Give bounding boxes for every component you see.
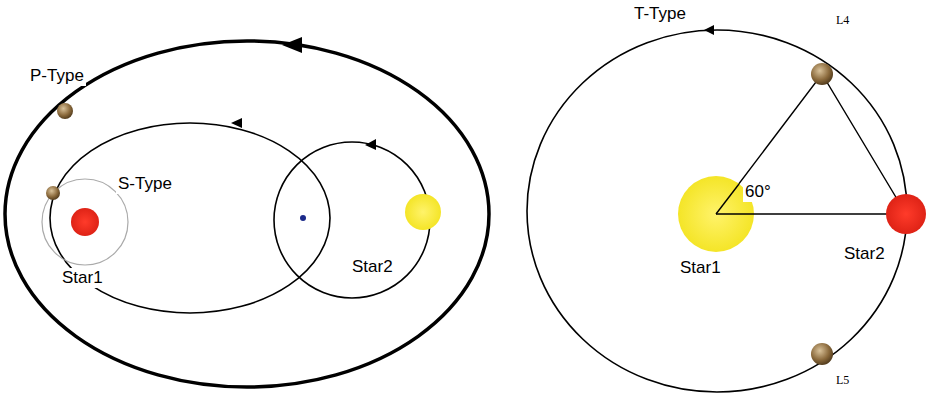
triangle bbox=[716, 184, 739, 214]
star bbox=[405, 194, 441, 230]
point-label: L5 bbox=[834, 374, 851, 388]
orbit-arrow bbox=[704, 25, 714, 35]
star-label: Star2 bbox=[842, 244, 887, 264]
triangle bbox=[716, 74, 906, 214]
type-label: T-Type bbox=[632, 4, 688, 24]
star2-orbit bbox=[274, 142, 430, 298]
type-label: P-Type bbox=[28, 66, 86, 86]
planet bbox=[811, 343, 833, 365]
orbit-arrow bbox=[231, 118, 242, 128]
planet bbox=[57, 103, 73, 119]
planet bbox=[46, 186, 60, 200]
p-type-orbit bbox=[5, 41, 489, 387]
star bbox=[886, 194, 926, 234]
star bbox=[71, 208, 99, 236]
type-label: S-Type bbox=[116, 174, 174, 194]
barycenter bbox=[300, 215, 306, 221]
orbit-arrow bbox=[282, 37, 302, 53]
orbit-arrow bbox=[365, 139, 376, 150]
triangle bbox=[716, 213, 754, 214]
star-label: Star1 bbox=[678, 258, 723, 278]
s-type-orbit bbox=[50, 123, 330, 313]
star-label: Star2 bbox=[350, 257, 395, 277]
planet bbox=[811, 63, 833, 85]
t-type-orbit bbox=[527, 30, 907, 392]
point-label: L4 bbox=[834, 14, 851, 28]
angle-label: 60° bbox=[743, 182, 773, 202]
star-label: Star1 bbox=[60, 268, 105, 288]
